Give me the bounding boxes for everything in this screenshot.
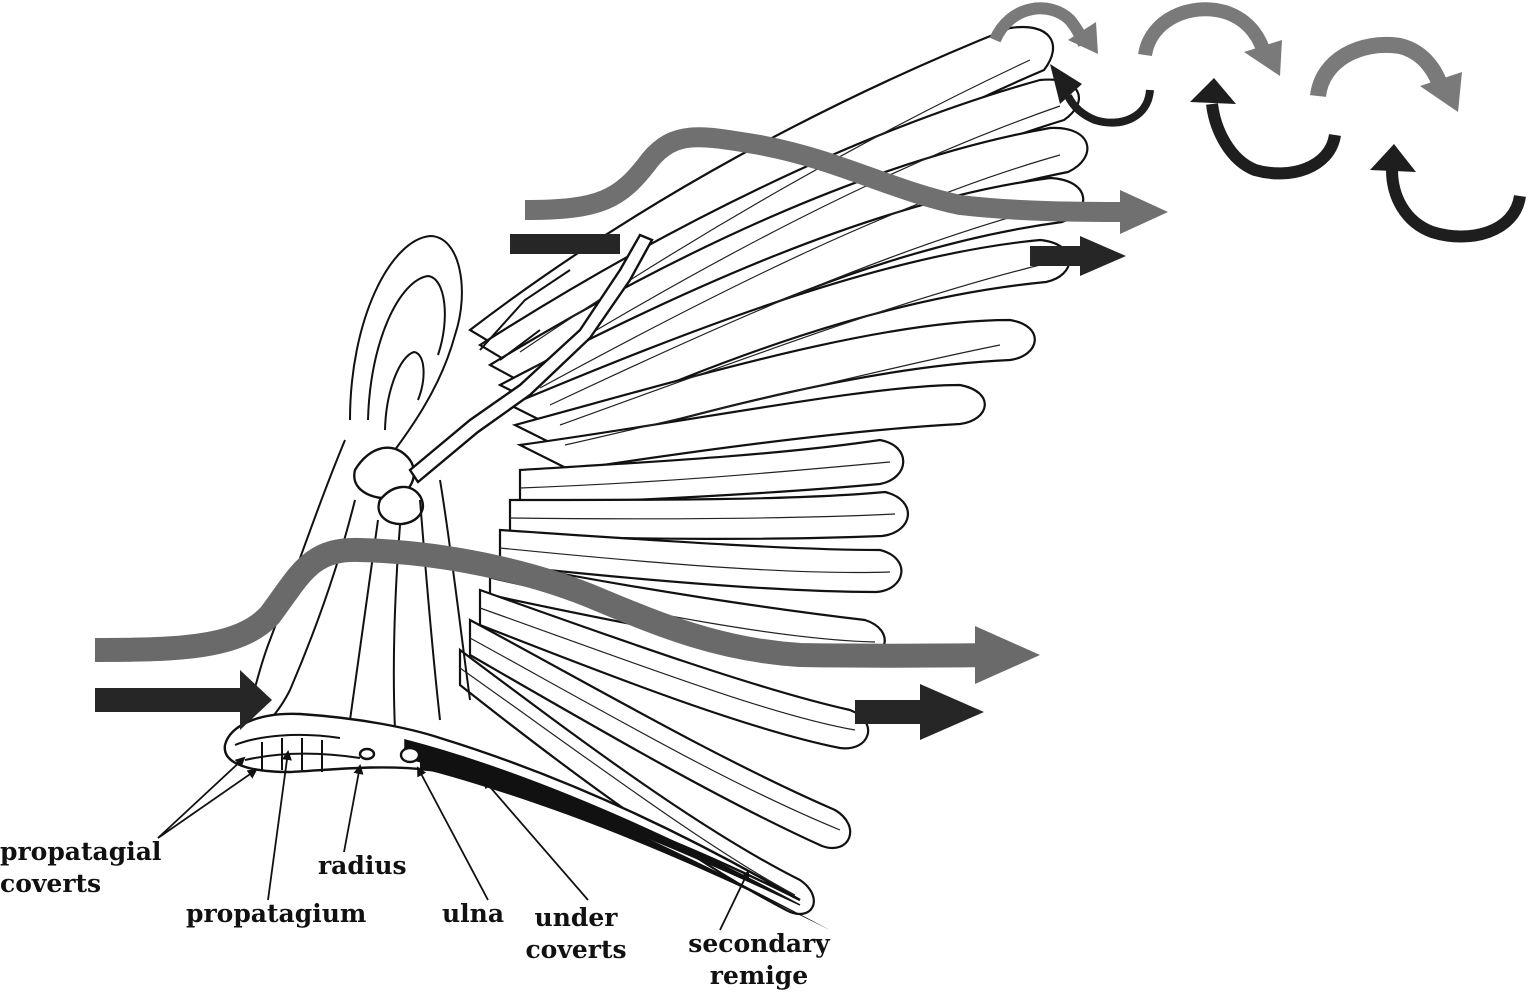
- streamline-lower-inner-tail-head: [920, 684, 984, 740]
- streamline-lower-outer-head: [1080, 236, 1126, 276]
- streamline-upper-inner: [94, 537, 991, 668]
- label-propatagial-coverts-line2: coverts: [0, 869, 102, 898]
- leader-radius: [343, 764, 364, 853]
- leader-propatagial-coverts-a: [157, 756, 246, 839]
- label-propatagial-coverts: propatagial coverts: [0, 836, 161, 900]
- label-propatagial-coverts-line1: propatagial: [0, 837, 162, 866]
- label-radius: radius: [318, 850, 407, 882]
- label-radius-text: radius: [318, 851, 407, 880]
- hand-bones: [353, 233, 654, 526]
- vortex-lower-3-head: [1370, 144, 1416, 172]
- label-under-coverts-line2: coverts: [525, 935, 627, 964]
- wake-vortices: [989, 2, 1526, 243]
- label-under-coverts: under coverts: [520, 902, 632, 966]
- streamline-upper-inner-head: [975, 626, 1040, 684]
- leader-under-coverts: [482, 778, 589, 901]
- label-ulna-text: ulna: [442, 899, 505, 928]
- vortex-lower-2-head: [1190, 78, 1236, 104]
- vortex-upper-1-head: [1068, 22, 1098, 54]
- streamline-upper-outer-head: [1120, 190, 1168, 234]
- airflow-upper-wing: [510, 127, 1168, 276]
- wing-cross-section: [223, 712, 830, 930]
- vortex-upper-3: [1310, 37, 1450, 98]
- streamline-lower-inner-head: [240, 670, 272, 730]
- alula: [349, 234, 463, 471]
- leader-secondary-remige: [719, 870, 750, 931]
- vortex-upper-2: [1138, 2, 1272, 60]
- label-propatagium: propatagium: [186, 898, 366, 930]
- label-under-coverts-line1: under: [534, 903, 618, 932]
- vortex-upper-3-head: [1420, 72, 1462, 112]
- leader-ulna: [417, 766, 489, 901]
- label-propatagium-text: propatagium: [186, 899, 367, 928]
- leader-propatagial-coverts-b: [157, 768, 258, 839]
- label-secondary-remige-line1: secondary: [688, 929, 830, 958]
- leader-lines: [157, 750, 750, 931]
- leader-propatagium: [267, 750, 292, 901]
- vortex-lower-1: [1064, 89, 1154, 127]
- vortex-upper-2-head: [1244, 40, 1282, 76]
- label-secondary-remige: secondary remige: [688, 928, 830, 992]
- airflow-lower-wing: [94, 537, 1040, 740]
- vortex-lower-2: [1206, 103, 1341, 180]
- vortex-lower-3: [1386, 169, 1526, 243]
- label-secondary-remige-line2: remige: [709, 961, 809, 990]
- secondary-feathers: [458, 438, 909, 916]
- label-ulna: ulna: [442, 898, 504, 930]
- vortex-lower-1-head: [1050, 64, 1082, 104]
- streamline-upper-outer: [524, 127, 1131, 222]
